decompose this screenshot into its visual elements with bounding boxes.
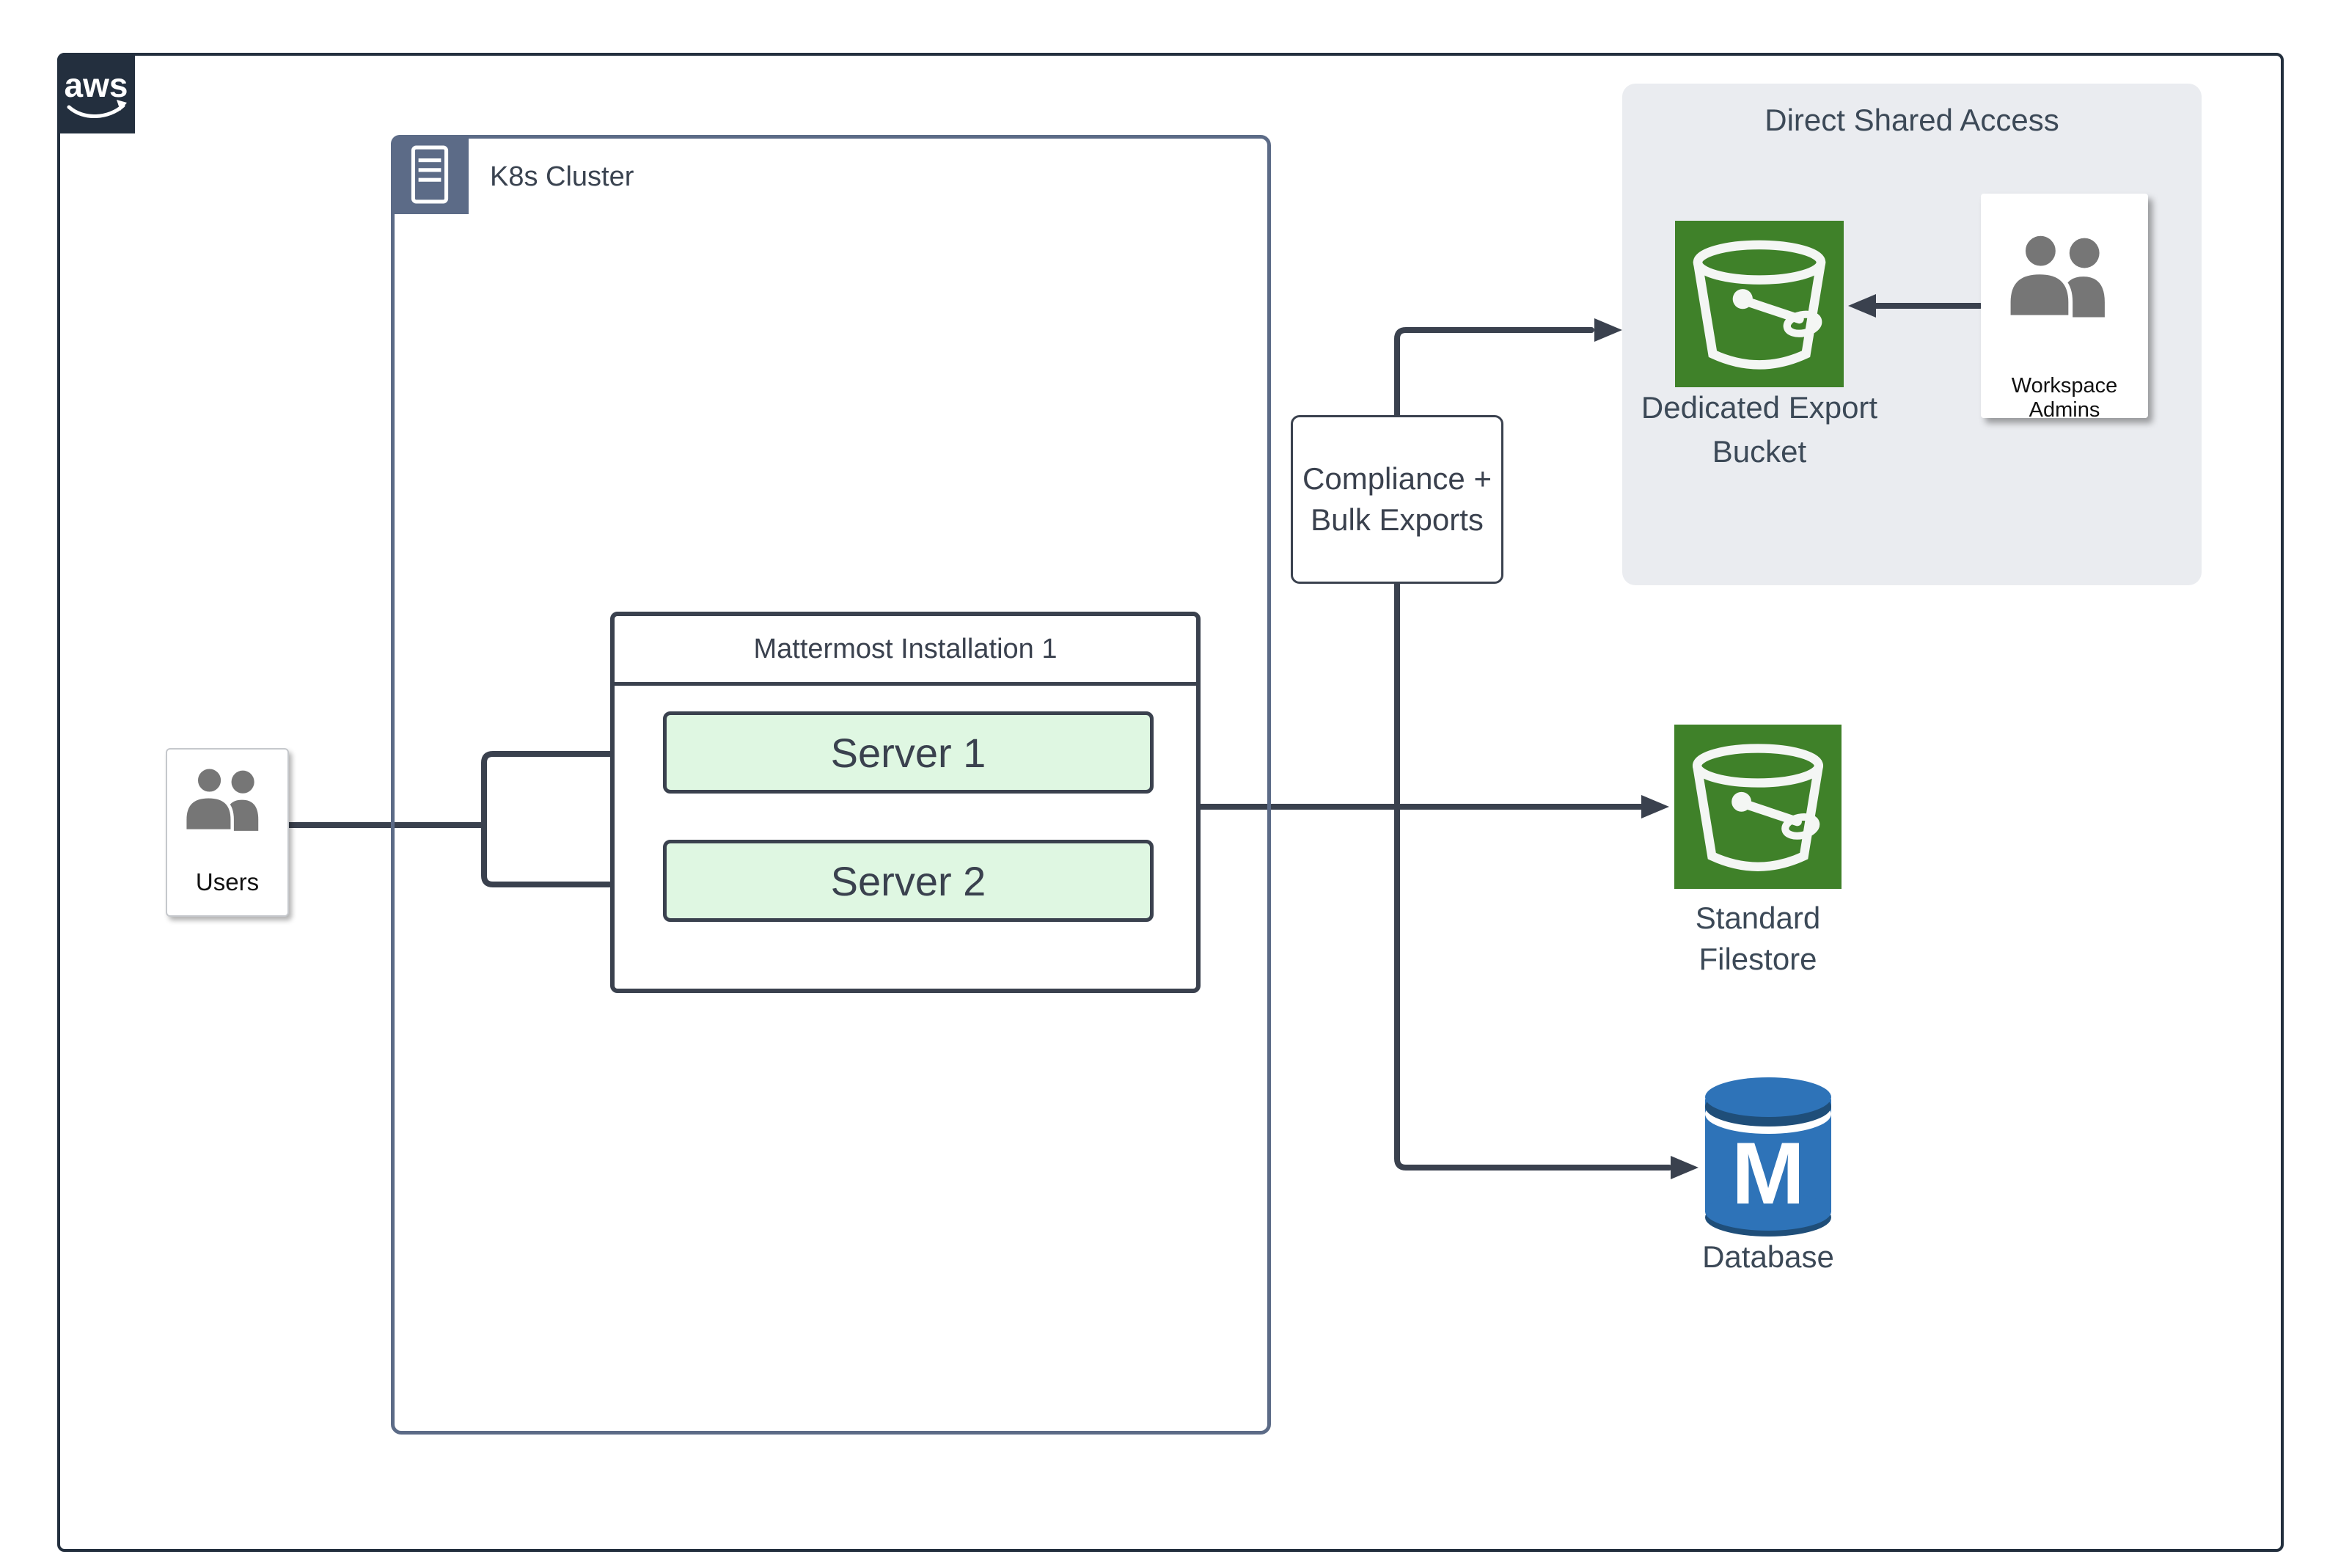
- aws-cloud-frame: [57, 53, 2284, 1552]
- s3-bucket-icon: [1675, 221, 1844, 387]
- dedicated-export-bucket-label: Dedicated Export Bucket: [1641, 390, 1878, 469]
- direct-shared-access-title: Direct Shared Access: [1765, 103, 2059, 137]
- arrowhead-export-bucket: [1594, 318, 1622, 342]
- k8s-cluster-tab: [391, 135, 469, 214]
- users-label: Users: [195, 868, 260, 895]
- server-1-node: Server 1: [663, 711, 1154, 794]
- k8s-cluster-label: K8s Cluster: [490, 161, 634, 192]
- compliance-bulk-exports-node: Compliance + Bulk Exports: [1291, 415, 1503, 584]
- server-2-node: Server 2: [663, 840, 1154, 922]
- database-cylinder-icon: M: [1705, 1077, 1831, 1237]
- compliance-label-line2: Bulk Exports: [1311, 502, 1484, 537]
- standard-filestore-label: Standard Filestore: [1695, 901, 1821, 976]
- users-branch: [481, 751, 639, 887]
- server-rack-icon: [410, 144, 450, 205]
- standard-filestore-node: [1674, 725, 1842, 889]
- database-label: Database: [1702, 1239, 1834, 1274]
- dedicated-export-bucket-node: [1675, 221, 1844, 387]
- workspace-admins-node: Workspace Admins: [1981, 194, 2148, 422]
- aws-logo-icon: aws: [65, 66, 128, 118]
- compliance-label-line1: Compliance +: [1302, 461, 1492, 496]
- arrowhead-filestore: [1641, 795, 1669, 818]
- k8s-cluster-box: [391, 135, 1271, 1435]
- workspace-admins-label: Workspace Admins: [2011, 374, 2118, 422]
- users-icon: [178, 766, 276, 839]
- s3-bucket-icon: [1674, 725, 1842, 889]
- export-trunk: [1394, 327, 1672, 1170]
- aws-logo-text: aws: [65, 66, 128, 104]
- mattermost-installation-title: Mattermost Installation 1: [615, 616, 1196, 686]
- workspace-admins-icon: [2000, 230, 2128, 329]
- aws-logo: aws: [57, 53, 135, 133]
- users-node: Users: [166, 748, 289, 917]
- database-letter: M: [1731, 1124, 1805, 1223]
- arrowhead-database: [1671, 1156, 1698, 1179]
- arrowhead-admins: [1848, 294, 1876, 318]
- mattermost-installation-box: Mattermost Installation 1 Server 1 Serve…: [610, 612, 1201, 993]
